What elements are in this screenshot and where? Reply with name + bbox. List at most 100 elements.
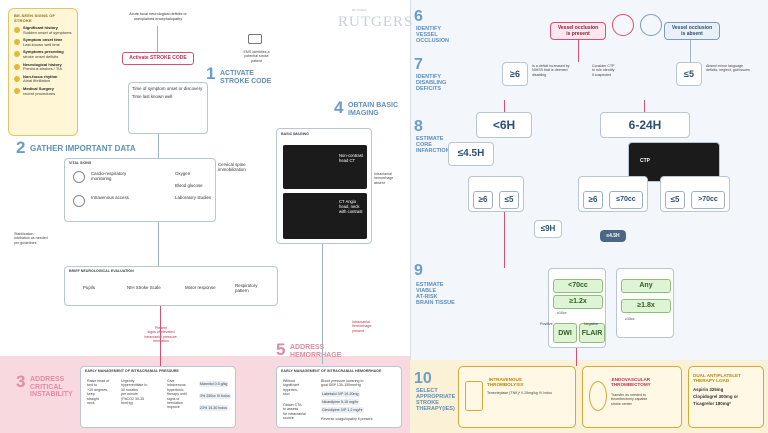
mismatch-ratio-b: ≥1.8x — [621, 299, 671, 313]
time-info-box: Time of symptom onset or discovery Time … — [128, 82, 208, 134]
negative-label: Negative — [584, 322, 599, 326]
neuro-eval-title: BRIEF NEUROLOGICAL EVALUATION — [69, 269, 134, 273]
any-box: Any — [621, 279, 671, 293]
raise-head-text: Raise head of bed to +30 degrees, keep s… — [87, 379, 110, 406]
mismatch-ratio-a: ≥1.2x — [553, 295, 603, 309]
obtain-cta-text: Obtain CTA to assess for intracranial so… — [283, 403, 306, 421]
step-6-number: 6 — [414, 8, 423, 25]
basic-imaging-title: BASIC IMAGING — [281, 132, 309, 136]
lab-label: Laboratory studies — [175, 195, 212, 200]
symptom-dot-icon — [14, 87, 20, 94]
symptom-dot-icon — [14, 51, 20, 58]
vessel-patent-icon — [640, 14, 662, 36]
disabling-note: Is a deficit increased by NIHSS that is … — [532, 64, 570, 77]
hts2-pill: 23% 15-30 bolus — [199, 405, 228, 412]
nicardipine-pill: Nicardipine 5-15 mg/hr — [321, 399, 360, 406]
step-4-number: 4 — [334, 98, 344, 117]
dapt-card: DUAL ANTIPLATELET THERAPY LOAD Aspirin 3… — [688, 366, 764, 428]
syringe-icon — [465, 381, 483, 411]
neuro-eval-box: BRIEF NEUROLOGICAL EVALUATION Pupils NIH… — [64, 266, 278, 306]
step-9-title: ESTIMATE VIABLE AT-RISK BRAIN TISSUE — [416, 282, 455, 306]
iv-access-label: Intravenous access — [91, 195, 129, 200]
nondisabling-note: Absent minor language deficits, neglect,… — [706, 64, 750, 73]
connector — [576, 348, 578, 366]
step-10-number: 10 — [414, 370, 432, 387]
symptom-dot-icon — [14, 75, 20, 82]
connector — [504, 100, 506, 112]
ischemic-ge6: ≥6 — [583, 191, 603, 209]
stabilize-text: Stabilization, Intubation as needed per … — [14, 232, 48, 245]
flair-box: FLAIR — [579, 323, 605, 343]
brand-logo: RUTGERS — [338, 14, 414, 30]
icp-title: EARLY MANAGEMENT OF INTRACRANIAL PRESSUR… — [85, 369, 179, 373]
connector — [504, 212, 506, 268]
time-lt45h-box: ≤4.5H — [448, 142, 494, 166]
ct-noncontrast-label: Non-contrast head CT — [339, 153, 363, 163]
ems-text: EMS identifies a potential stroke patien… — [243, 50, 270, 63]
step-2-number: 2 — [16, 138, 26, 157]
ambulance-icon — [248, 34, 262, 44]
symptom-dot-icon — [14, 39, 20, 46]
nihss-ge6-box: ≥6 — [502, 62, 528, 86]
core-box-a: ≥6 ≤70cc — [578, 176, 648, 212]
hemorrhage-management-box: EARLY MANAGEMENT OF INTRACRANIAL HEMORRH… — [276, 366, 402, 428]
respiratory-label: Respiratory pattern — [235, 283, 258, 293]
hemorrhage-title: EARLY MANAGEMENT OF INTRACRANIAL HEMORRH… — [281, 369, 382, 373]
step-5-number: 5 — [276, 340, 286, 359]
symptom-dot-icon — [14, 27, 20, 33]
vital-signs-box: VITAL SIGNS Cardio-respiratory monitorin… — [64, 158, 216, 222]
step-1-title: ACTIVATE STROKE CODE — [220, 70, 272, 85]
hemorrhage-absent-text: Intracranial hemorrhage absent — [374, 172, 394, 185]
hts-pill: 3% 250cc IV bolus — [199, 393, 231, 400]
step-7-number: 7 — [414, 56, 423, 73]
symptoms-title: BE-SEEN SIGNS OF STROKE — [14, 13, 56, 23]
step-8-number: 8 — [414, 118, 423, 135]
connector — [322, 244, 323, 364]
time-6-24h-box: 6-24H — [600, 112, 690, 138]
panel-divider — [410, 0, 411, 433]
step-3-number: 3 — [16, 372, 26, 391]
activate-stroke-code-button[interactable]: Activate STROKE CODE — [122, 52, 194, 65]
time-le9h-box: ≤9H — [534, 220, 562, 238]
ivt-drug: Tenecteplase (TNK)* 0.25mg/kg IV bolus — [487, 391, 552, 395]
symptoms-panel: BE-SEEN SIGNS OF STROKE Significant hist… — [8, 8, 78, 136]
step-3-title: ADDRESS CRITICAL INSTABILITY — [30, 376, 73, 399]
icp-management-box: EARLY MANAGEMENT OF INTRACRANIAL PRESSUR… — [80, 366, 236, 428]
time-lt45-dark: ≤4.5H — [600, 230, 626, 242]
dapt-clopidogrel: Clopidogrel 300mg or — [693, 394, 739, 399]
core-lt70: ≤70cc — [609, 191, 643, 209]
ctp-note: Consider CTP to rule identify if suspect… — [592, 64, 615, 77]
step-4-title: OBTAIN BASIC IMAGING — [348, 102, 399, 117]
labetalol-pill: Labetalol IVP 10-20mg — [321, 391, 360, 398]
connector — [157, 26, 158, 52]
connector — [158, 134, 159, 158]
ctp-label: CTP — [640, 158, 650, 164]
connector — [158, 222, 159, 266]
core-box-b: ≤5 >70cc — [660, 176, 730, 212]
connector — [578, 40, 580, 62]
vessel-absent-box[interactable]: Vessel occlusion is absent — [664, 22, 720, 40]
vessel-occluded-icon — [612, 14, 634, 36]
iv-drip-icon — [73, 195, 85, 207]
mismatch-box-b: Any ≥1.8x ≥15cc — [616, 268, 674, 338]
cardio-label: Cardio-respiratory monitoring — [91, 171, 127, 181]
nihss-ge6-value: ≥6 — [510, 69, 520, 79]
step-7-title: IDENTIFY DISABLING DEFICITS — [416, 74, 447, 92]
evt-card: ENDOVASCULAR THROMBECTOMY Transfer as ne… — [582, 366, 682, 428]
dapt-aspirin: Aspirin 325mg — [693, 387, 724, 392]
basic-imaging-box: BASIC IMAGING Non-contrast head CT CT An… — [276, 128, 372, 244]
time-last-known-label: Time last known well — [132, 94, 173, 99]
brand-subtitle: RUTGERS — [352, 8, 367, 12]
without-hyper-text: Without significant hyperten- sion — [283, 379, 299, 397]
pupils-label: Pupils — [83, 285, 95, 290]
vessel-present-box[interactable]: Vessel occlusion is present — [550, 22, 606, 40]
glucose-label: Blood glucose — [175, 183, 203, 188]
time-symptom-label: Time of symptom onset or discovery — [132, 86, 203, 91]
positive-label: Positive — [540, 322, 553, 326]
core-lt70b: <70cc — [553, 279, 603, 293]
aspects-ge6: ≥6 — [473, 191, 493, 209]
